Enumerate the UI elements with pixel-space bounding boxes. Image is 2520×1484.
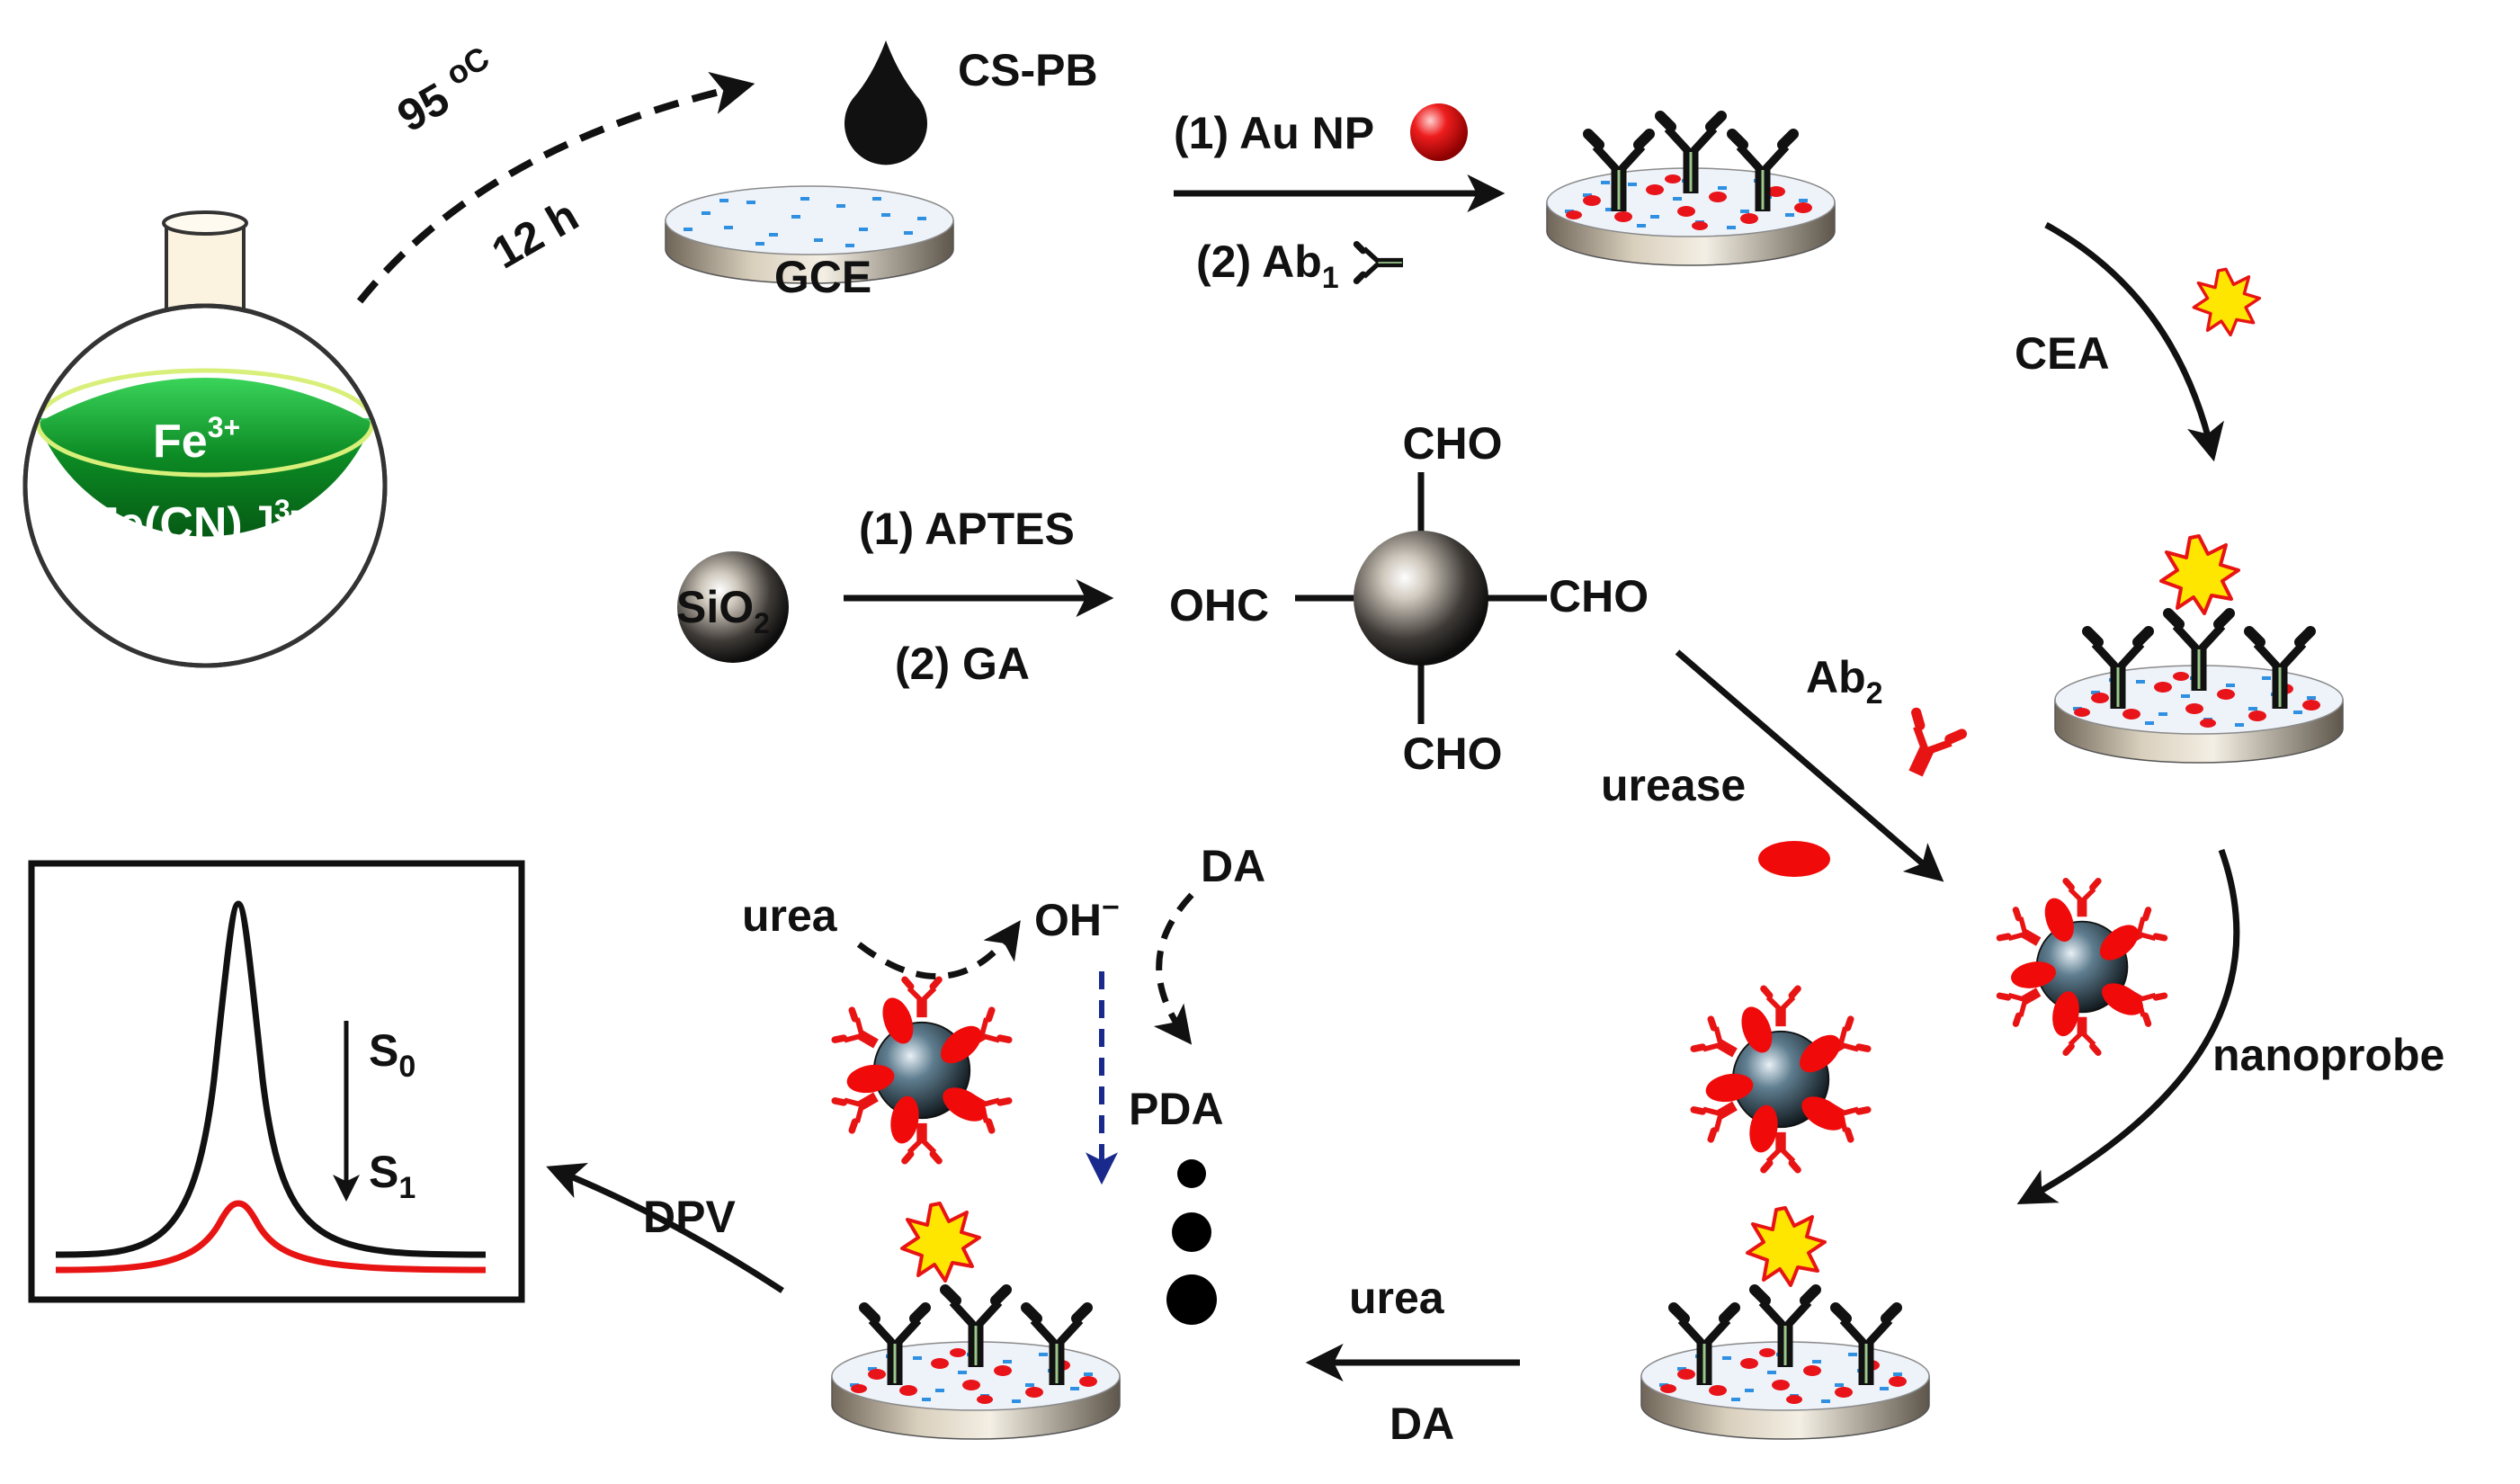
flask-fe-label: Fe3+ — [153, 411, 240, 468]
heat-arrow — [356, 71, 755, 304]
aldehyde-sphere — [1295, 472, 1547, 724]
da-bottom-label: DA — [1390, 1399, 1454, 1449]
aptes-label: (1) APTES — [859, 504, 1075, 554]
cho-bottom-label: CHO — [1402, 729, 1502, 779]
antibody2-icon — [1893, 712, 1962, 783]
ohc-left-label: OHC — [1169, 580, 1269, 630]
antibody-icon — [1356, 245, 1403, 282]
urease-label: urease — [1601, 760, 1746, 810]
dpv-plot — [28, 860, 525, 1303]
cho-right-label: CHO — [1549, 571, 1649, 621]
ab1-step-label: (2) Ab1 — [1196, 237, 1339, 295]
signal-s0-curve — [55, 900, 487, 1258]
cs-pb-label: CS-PB — [958, 45, 1098, 95]
electrode-sandwich — [1640, 988, 1930, 1440]
flask-cs-label: CS — [171, 579, 236, 631]
dpv-label: DPV — [643, 1192, 736, 1242]
urea-top-label: urea — [742, 890, 838, 941]
s1-label: S1 — [369, 1147, 416, 1205]
da-polymerization-arrow — [1153, 892, 1194, 1045]
urease-icon — [1758, 841, 1830, 877]
urea-bottom-label: urea — [1349, 1273, 1445, 1323]
electrode-pda — [831, 979, 1121, 1440]
flask-ferricyanide-label: [Fe(CN)6]3- — [74, 494, 299, 560]
cho-top-label: CHO — [1402, 418, 1502, 469]
cea-label: CEA — [2015, 328, 2110, 379]
pda-dots-icon — [1166, 1159, 1217, 1325]
nanoprobe-label: nanoprobe — [2212, 1030, 2444, 1080]
da-top-label: DA — [1201, 841, 1265, 891]
cea-antigen-icon — [2192, 267, 2262, 337]
hydroxide-label: OH− — [1034, 890, 1120, 945]
s0-label: S0 — [369, 1025, 416, 1084]
ga-label: (2) GA — [895, 639, 1030, 689]
signal-s1-curve — [55, 1200, 487, 1274]
pda-label: PDA — [1129, 1084, 1224, 1134]
nanoprobe-icon — [1999, 881, 2164, 1053]
urea-hydrolysis-arrow — [856, 920, 1021, 980]
electrode-ab1 — [1546, 116, 1836, 266]
heat-temp-label: 95 oC — [386, 39, 506, 141]
dpv-arrow — [546, 1162, 784, 1293]
sio2-label: SiO2 — [676, 582, 770, 639]
gce-label: GCE — [774, 252, 871, 302]
sio2-sphere-icon — [677, 551, 789, 663]
probe-arrow — [1675, 649, 1944, 882]
nanoprobe-arrow — [2016, 848, 2240, 1205]
au-np-step-label: (1) Au NP — [1174, 108, 1374, 158]
ab2-label: Ab2 — [1806, 652, 1883, 711]
electrode-cea — [2054, 534, 2344, 764]
au-nanoparticle-icon — [1410, 103, 1468, 161]
heat-time-label: 12 h — [484, 190, 587, 279]
round-flask-icon — [22, 210, 388, 668]
cea-arrow — [2044, 221, 2224, 462]
droplet-icon — [844, 40, 927, 165]
